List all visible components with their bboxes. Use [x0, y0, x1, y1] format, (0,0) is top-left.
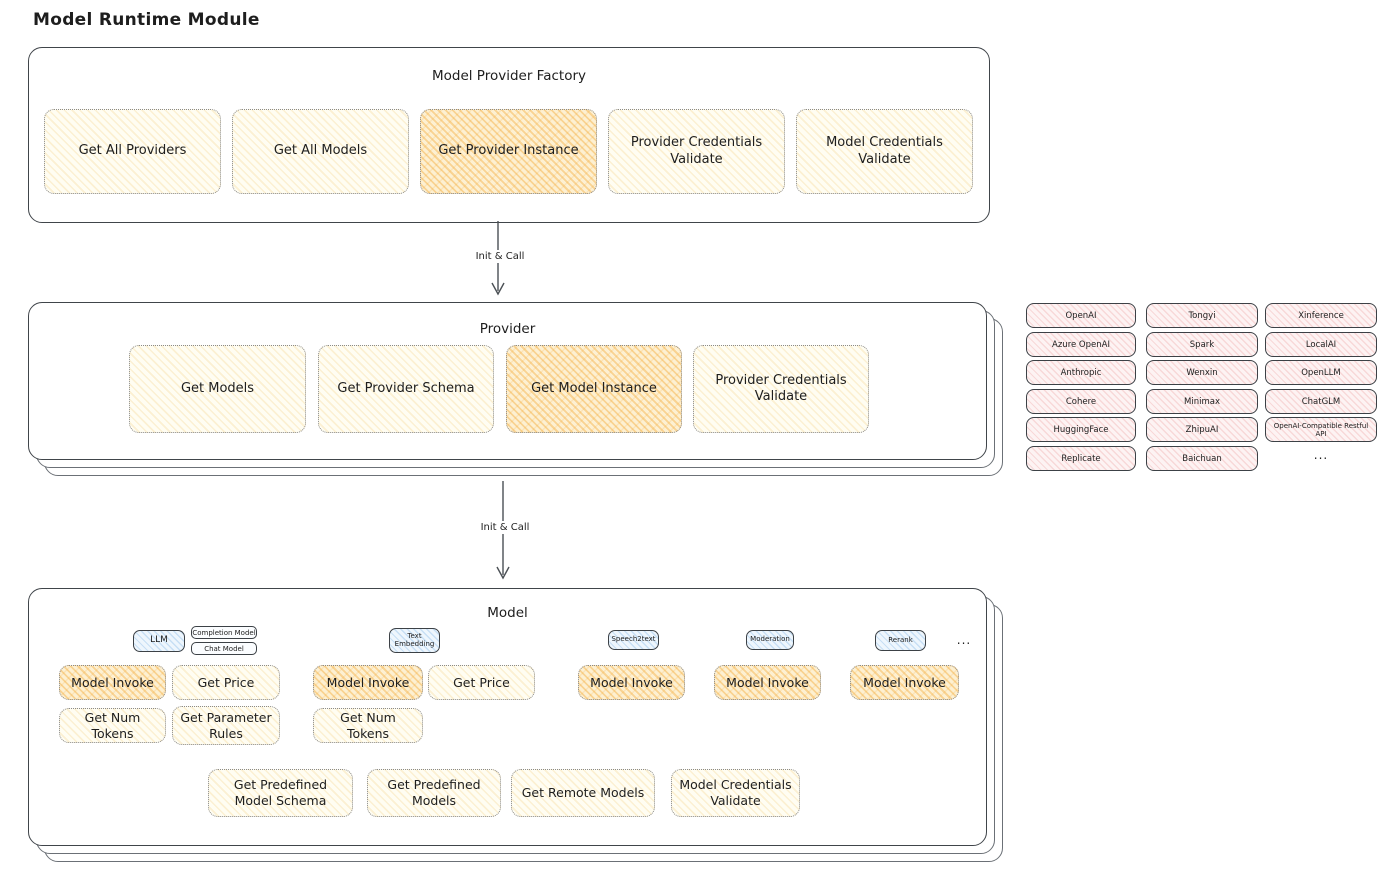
pill-zhipuai: ZhipuAI — [1146, 417, 1258, 442]
pill-localai: LocalAI — [1265, 332, 1377, 357]
factory-title: Model Provider Factory — [431, 68, 586, 84]
tag-moderation: Moderation — [746, 630, 794, 650]
pill-huggingface: HuggingFace — [1026, 417, 1136, 442]
tag-chat-model: Chat Model — [191, 642, 257, 655]
box-get-predefined-model-schema: Get Predefined Model Schema — [208, 769, 353, 817]
pill-chatglm: ChatGLM — [1265, 389, 1377, 414]
tag-speech2text: Speech2text — [608, 630, 659, 650]
init-call-label-1: Init & Call — [468, 250, 532, 263]
pill-baichuan: Baichuan — [1146, 446, 1258, 471]
pill-minimax: Minimax — [1146, 389, 1258, 414]
pill-xinference: Xinference — [1265, 303, 1377, 328]
factory-box-get-provider-instance: Get Provider Instance — [420, 109, 597, 194]
factory-box-model-credentials-validate: Model Credentials Validate — [796, 109, 973, 194]
pill-anthropic: Anthropic — [1026, 360, 1136, 385]
pill-openai: OpenAI — [1026, 303, 1136, 328]
box-get-price-embedding: Get Price — [428, 665, 535, 700]
pill-openai-compatible-restful-api: OpenAI-Compatible Restful API — [1265, 417, 1377, 442]
box-model-invoke-moderation: Model Invoke — [714, 665, 821, 700]
tag-text-embedding: Text Embedding — [389, 628, 440, 653]
model-title: Model — [487, 605, 528, 621]
tag-llm: LLM — [133, 630, 185, 652]
pill-wenxin: Wenxin — [1146, 360, 1258, 385]
providers-more-ellipsis: ... — [1313, 448, 1329, 462]
provider-section: Provider Get Models Get Provider Schema … — [28, 302, 987, 460]
box-model-invoke-speech2text: Model Invoke — [578, 665, 685, 700]
factory-box-get-all-models: Get All Models — [232, 109, 409, 194]
box-model-invoke-rerank: Model Invoke — [850, 665, 959, 700]
page-title: Model Runtime Module — [33, 10, 260, 30]
pill-cohere: Cohere — [1026, 389, 1136, 414]
provider-box-get-model-instance: Get Model Instance — [506, 345, 682, 433]
model-section: Model LLM Completion Model Chat Model Te… — [28, 588, 987, 846]
box-get-remote-models: Get Remote Models — [511, 769, 655, 817]
pill-openllm: OpenLLM — [1265, 360, 1377, 385]
pill-tongyi: Tongyi — [1146, 303, 1258, 328]
box-get-num-tokens-embedding: Get Num Tokens — [313, 708, 423, 743]
box-get-price-llm: Get Price — [172, 665, 280, 700]
box-get-parameter-rules: Get Parameter Rules — [172, 706, 280, 745]
box-get-num-tokens-llm: Get Num Tokens — [59, 708, 166, 743]
init-call-label-2: Init & Call — [473, 521, 537, 534]
pill-azure-openai: Azure OpenAI — [1026, 332, 1136, 357]
pill-spark: Spark — [1146, 332, 1258, 357]
box-model-invoke-embedding: Model Invoke — [313, 665, 423, 700]
factory-box-provider-credentials-validate: Provider Credentials Validate — [608, 109, 785, 194]
pill-replicate: Replicate — [1026, 446, 1136, 471]
factory-section: Model Provider Factory Get All Providers… — [28, 47, 990, 223]
tag-completion-model: Completion Model — [191, 626, 257, 639]
box-get-predefined-models: Get Predefined Models — [367, 769, 501, 817]
provider-box-get-models: Get Models — [129, 345, 306, 433]
factory-box-get-all-providers: Get All Providers — [44, 109, 221, 194]
provider-box-get-provider-schema: Get Provider Schema — [318, 345, 494, 433]
provider-box-provider-credentials-validate: Provider Credentials Validate — [693, 345, 869, 433]
provider-title: Provider — [479, 321, 536, 337]
box-model-credentials-validate: Model Credentials Validate — [671, 769, 800, 817]
box-model-invoke-llm: Model Invoke — [59, 665, 166, 700]
model-more-ellipsis: ... — [956, 633, 972, 647]
tag-rerank: Rerank — [875, 630, 926, 651]
